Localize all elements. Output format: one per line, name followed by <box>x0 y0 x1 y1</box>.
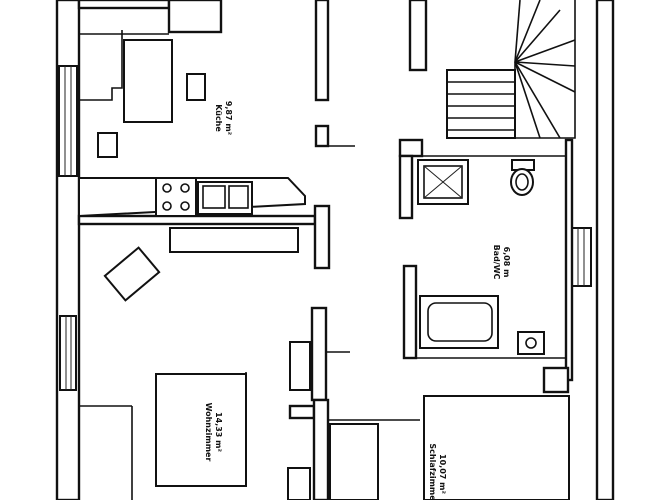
svg-text:Schlafzimmer: Schlafzimmer <box>428 443 437 500</box>
stove <box>155 177 197 217</box>
kitchen-table <box>123 39 173 123</box>
window-bath <box>570 227 592 287</box>
kitchen-stool <box>97 132 118 158</box>
bed <box>423 395 570 500</box>
kitchen-furniture <box>78 30 306 253</box>
interior-walls <box>77 0 574 500</box>
burner-icon <box>162 183 172 193</box>
burner-icon <box>162 201 172 211</box>
svg-text:Bad/WC: Bad/WC <box>492 245 501 280</box>
kitchen-chair <box>186 73 206 101</box>
right-outer-wall <box>595 0 615 500</box>
svg-text:6,08 m: 6,08 m <box>502 247 511 278</box>
window-living <box>59 315 77 391</box>
burner-icon <box>180 201 190 211</box>
living-label: Wohnzimmer 14,33 m² <box>204 403 223 462</box>
bathtub <box>419 295 499 349</box>
kitchen-top-cabinet <box>167 0 223 34</box>
kitchen-label: Küche 9,87 m² <box>214 101 233 136</box>
bedroom-label: Schlafzimmer 10,07 m² <box>428 443 447 500</box>
svg-text:Küche: Küche <box>214 104 223 132</box>
bath-fixtures <box>417 159 545 355</box>
room-labels: Küche 9,87 m² Bad/WC 6,08 m Wohnzimmer 1… <box>204 101 511 500</box>
living-table <box>155 373 247 487</box>
wardrobe <box>329 423 379 500</box>
svg-text:14,33 m²: 14,33 m² <box>214 412 223 452</box>
armchair <box>103 246 161 302</box>
living-cabinet <box>287 467 311 500</box>
sideboard <box>169 227 299 253</box>
svg-text:10,07 m²: 10,07 m² <box>438 454 447 494</box>
living-furniture <box>103 246 311 500</box>
toilet-icon <box>510 168 534 196</box>
washbasin <box>517 331 545 355</box>
burner-icon <box>180 183 190 193</box>
bedroom-furniture <box>329 395 570 500</box>
window-kitchen <box>58 65 78 177</box>
staircase <box>446 0 576 139</box>
svg-text:Wohnzimmer: Wohnzimmer <box>204 403 213 462</box>
svg-text:9,87 m²: 9,87 m² <box>224 101 233 136</box>
bath-label: Bad/WC 6,08 m <box>492 245 511 280</box>
shelf <box>289 341 311 391</box>
